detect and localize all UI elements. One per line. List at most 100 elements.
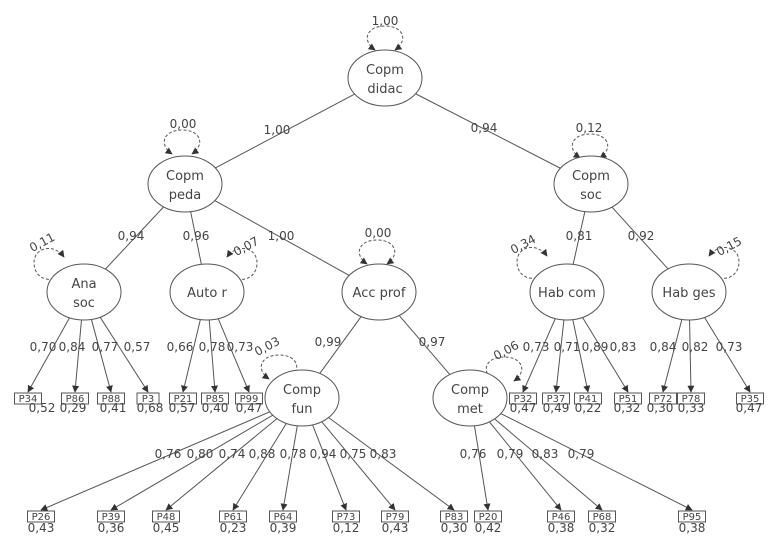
variance-value: 0,12 (576, 121, 603, 135)
factor-loading: 0,76 (460, 447, 487, 461)
latent-label: Copm (166, 169, 204, 184)
variance-value: 1,00 (372, 14, 399, 28)
indicator-label: P48 (157, 512, 176, 523)
indicator-label: P3 (142, 394, 154, 405)
latent-node-habges: Hab ges (651, 263, 727, 321)
factor-loading: 0,70 (30, 340, 57, 354)
residual-variance: 0,49 (543, 401, 570, 415)
variance-loop-didac: 1,00 (366, 14, 404, 51)
latent-ellipse (341, 263, 417, 321)
factor-loading: 0,75 (340, 447, 367, 461)
factor-loading: 0,84 (650, 340, 677, 354)
indicator-label: P46 (552, 512, 571, 523)
variance-value: 0,15 (714, 234, 744, 259)
indicator-box-frame (736, 392, 764, 405)
indicator-box-frame (136, 392, 160, 405)
indicator-box-frame (269, 510, 297, 523)
indicator-label: P83 (445, 512, 464, 523)
factor-loading: 0,82 (682, 340, 709, 354)
residual-variance: 0,32 (614, 401, 641, 415)
latent-ellipse (147, 155, 223, 213)
latent-ellipse (46, 263, 122, 321)
indicator-label: P39 (102, 512, 121, 523)
loading-arrow (90, 319, 113, 393)
indicator-label: P61 (224, 512, 243, 523)
residual-variance: 0,12 (333, 521, 360, 535)
latent-ellipse (264, 369, 340, 427)
indicator-label: P95 (683, 512, 702, 523)
latent-label: Hab com (538, 286, 596, 301)
loading-arrow (687, 319, 695, 393)
indicator-box: P85 (201, 392, 229, 405)
path-coefficient: 0,96 (183, 229, 210, 243)
latent-node-autor: Auto r (169, 263, 245, 321)
factor-loading: 0,78 (280, 447, 307, 461)
latent-ellipse (553, 155, 629, 213)
indicator-label: P26 (32, 512, 51, 523)
loading-arrow (40, 411, 271, 511)
structural-path-line (215, 93, 355, 169)
factor-loading: 0,83 (532, 447, 559, 461)
loading-arrow (328, 417, 455, 511)
indicator-label: P78 (682, 394, 701, 405)
factor-loading: 0,79 (497, 447, 524, 461)
indicator-box: P99 (235, 392, 263, 405)
variance-loop-compmet: 0,06 (485, 338, 523, 382)
factor-loading: 0,83 (370, 447, 397, 461)
factor-loading: 0,74 (219, 447, 246, 461)
residual-variance: 0,47 (236, 401, 263, 415)
residual-variance: 0,57 (169, 401, 196, 415)
factor-loading: 0,57 (124, 340, 151, 354)
path-coefficient: 0,94 (118, 229, 145, 243)
factor-loading: 0,73 (227, 340, 254, 354)
latent-label: met (457, 402, 483, 417)
factor-loading: 0,66 (167, 340, 194, 354)
loading-arrow (473, 425, 491, 511)
indicator-box: P61 (219, 510, 247, 523)
loading-arrow (582, 317, 629, 393)
indicator-box: P32 (509, 392, 537, 405)
indicator-box-frame (152, 510, 180, 523)
loading-arrow (572, 319, 591, 393)
indicator-box: P37 (542, 392, 570, 405)
loading-arrow (27, 317, 70, 393)
variance-value: 0,06 (491, 338, 521, 363)
variance-loop-path (571, 133, 609, 159)
residual-variance: 0,30 (647, 401, 674, 415)
residual-variance: 0,30 (441, 521, 468, 535)
latent-label: Ana (71, 277, 96, 292)
indicator-box: P3 (136, 392, 160, 405)
indicator-box-frame (677, 392, 705, 405)
variance-value: 0,34 (508, 232, 538, 257)
structural-path-line (572, 211, 586, 265)
path-coefficient: 0,97 (419, 335, 446, 349)
latent-label: peda (169, 188, 201, 203)
path-coefficient: 0,99 (315, 335, 342, 349)
residual-variance: 0,38 (548, 521, 575, 535)
structural-path-line (611, 206, 669, 270)
latent-node-peda: Copm peda (147, 155, 223, 213)
indicator-box: P79 (381, 510, 409, 523)
residual-variance: 0,47 (510, 401, 537, 415)
indicator-box-frame (542, 392, 570, 405)
indicator-box-frame (97, 510, 125, 523)
path-lines (27, 93, 751, 511)
indicator-box: P51 (614, 392, 642, 405)
indicator-box: P26 (27, 510, 55, 523)
structural-path-line (214, 200, 350, 276)
indicator-box-frame (474, 510, 502, 523)
latent-label: fun (291, 402, 312, 417)
residual-variance: 0,33 (678, 401, 705, 415)
path-coefficient: 0,81 (566, 229, 593, 243)
factor-loading: 0,71 (554, 340, 581, 354)
structural-path-line (190, 211, 202, 265)
residual-variance: 0,42 (475, 521, 502, 535)
indicator-box: P35 (736, 392, 764, 405)
loading-arrow (500, 413, 693, 511)
factor-loading: 0,77 (92, 340, 119, 354)
indicator-label: P88 (102, 394, 121, 405)
variance-loop-soc: 0,12 (571, 121, 609, 159)
